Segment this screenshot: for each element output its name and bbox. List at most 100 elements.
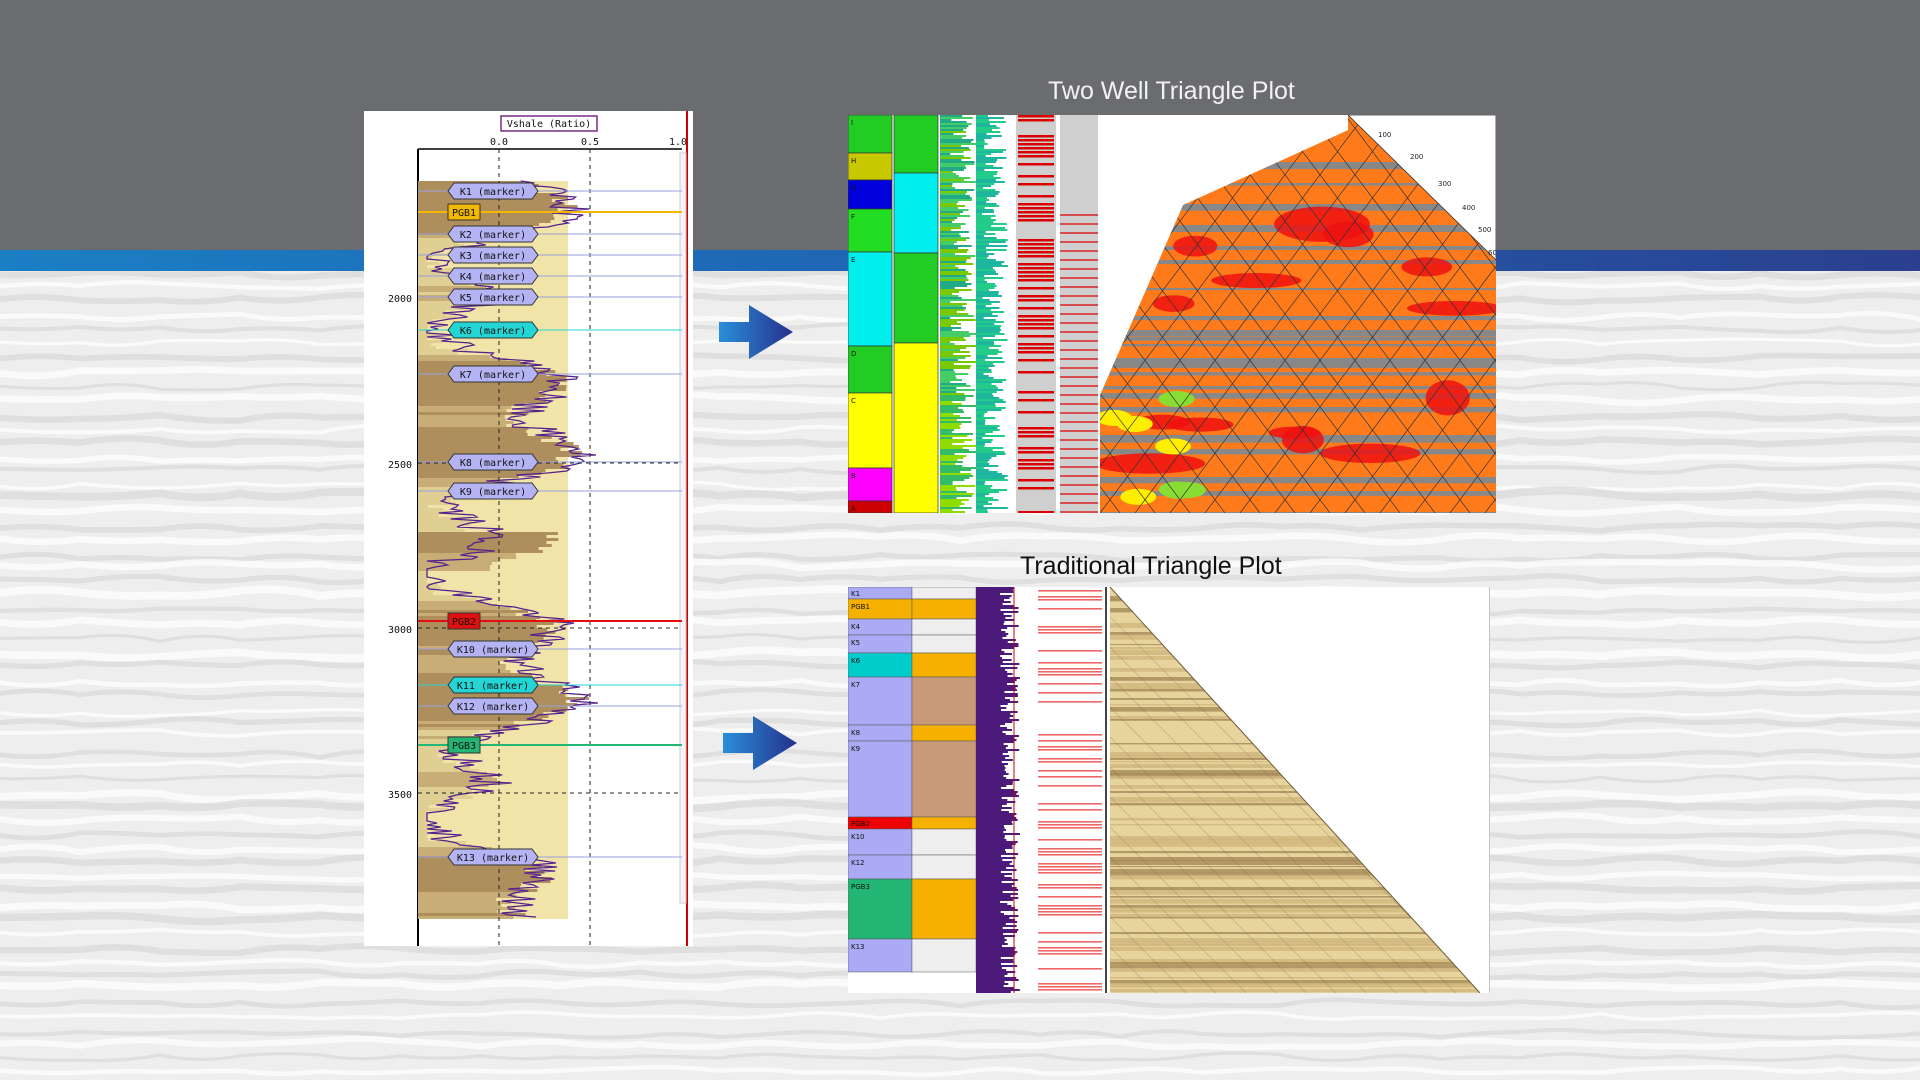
zone-c: C	[847, 392, 893, 469]
scale-tick-1: 1.0	[669, 137, 687, 148]
trad-zone-label: K12	[851, 859, 865, 867]
trad-zone-label: K8	[851, 729, 860, 737]
trad-zone-k10: K10	[847, 828, 977, 856]
two-well-triangle-plot: I H G F ED C B A 100 200 300 400 500 600	[847, 114, 1501, 514]
zone-label: A	[851, 505, 856, 513]
zone-b: B	[847, 467, 893, 502]
log-marker-pgb1[interactable]: PGB1	[418, 203, 682, 221]
trad-zone-label: PGB1	[851, 603, 870, 611]
corner-tick-500: 500	[1478, 226, 1491, 234]
trad-zone-pgb1: PGB1	[847, 598, 977, 620]
log-marker-label: PGB1	[452, 208, 476, 219]
trad-zone-label: K1	[851, 590, 860, 598]
trad-zone-k8: K8	[847, 724, 977, 742]
log-marker-k10[interactable]: K10 (marker)	[418, 640, 682, 658]
trad-zone-label: K6	[851, 657, 861, 665]
trad-zone-label: PGB3	[851, 883, 870, 891]
log-marker-label: K11 (marker)	[457, 681, 529, 692]
log-header-label: Vshale (Ratio)	[507, 119, 591, 130]
corner-tick-400: 400	[1462, 204, 1475, 212]
trad-zone-k6: K6	[847, 652, 977, 678]
zone-label: H	[851, 157, 856, 165]
corner-tick-300: 300	[1438, 180, 1451, 188]
zone-label: I	[851, 119, 853, 127]
log-marker-label: K7 (marker)	[460, 370, 526, 381]
trad-zone-pgb3: PGB3	[847, 878, 977, 940]
trad-zone-label: K9	[851, 745, 860, 753]
log-marker-k12[interactable]: K12 (marker)	[418, 697, 682, 715]
log-marker-k13[interactable]: K13 (marker)	[418, 848, 682, 866]
scale-tick-0: 0.0	[490, 137, 508, 148]
trad-zone-label: K10	[851, 833, 865, 841]
trad-zone-label: K13	[851, 943, 865, 951]
depth-tick-3000: 3000	[388, 625, 412, 636]
zone-a: A	[847, 500, 893, 514]
trad-zone-k12: K12	[847, 854, 977, 880]
log-marker-label: K1 (marker)	[460, 187, 526, 198]
log-marker-k9[interactable]: K9 (marker)	[418, 482, 682, 500]
log-marker-k1[interactable]: K1 (marker)	[418, 182, 682, 200]
trad-zone-k13: K13	[847, 938, 977, 973]
zone-label: D	[851, 350, 856, 358]
trad-zone-k1: K1	[847, 586, 977, 600]
log-marker-k7[interactable]: K7 (marker)	[418, 365, 682, 383]
zone-label: F	[851, 213, 855, 221]
corner-tick-100: 100	[1378, 131, 1391, 139]
log-marker-k5[interactable]: K5 (marker)	[418, 288, 682, 306]
well-log-chart: Vshale (Ratio) 0.0 0.5 1.0 2000 2500 300…	[364, 111, 693, 946]
arrow-to-two-well-icon	[719, 305, 793, 359]
log-marker-label: K3 (marker)	[460, 251, 526, 262]
log-marker-label: PGB3	[452, 741, 476, 752]
zone-i: I	[847, 114, 893, 154]
log-marker-label: K5 (marker)	[460, 293, 526, 304]
trad-zone-k7: K7	[847, 676, 977, 726]
log-marker-label: K9 (marker)	[460, 487, 526, 498]
log-marker-k8[interactable]: K8 (marker)	[418, 453, 682, 471]
depth-tick-2500: 2500	[388, 460, 412, 471]
log-scrollbar[interactable]	[679, 152, 687, 904]
log-marker-k2[interactable]: K2 (marker)	[418, 225, 682, 243]
trad-zone-k5: K5	[847, 634, 977, 654]
zone-e: E	[847, 251, 893, 347]
arrow-to-traditional-icon	[723, 716, 797, 770]
trad-zone-label: PGB2	[851, 820, 870, 828]
log-marker-k11[interactable]: K11 (marker)	[418, 676, 682, 694]
log-marker-label: K10 (marker)	[457, 645, 529, 656]
zone-g: G	[847, 179, 893, 210]
depth-tick-3500: 3500	[388, 790, 412, 801]
trad-zone-pgb2: PGB2	[847, 816, 977, 830]
two-well-plot-canvas: I H G F ED C B A 100 200 300 400 500 600	[847, 114, 1501, 514]
well-log-panel: Vshale (Ratio) 0.0 0.5 1.0 2000 2500 300…	[364, 111, 693, 946]
zone-label: C	[851, 397, 856, 405]
trad-zone-k9: K9	[847, 740, 977, 818]
log-marker-pgb2[interactable]: PGB2	[418, 612, 682, 630]
traditional-plot-title: Traditional Triangle Plot	[1020, 552, 1282, 580]
zone-h: H	[847, 152, 893, 181]
log-marker-label: K6 (marker)	[460, 326, 526, 337]
log-marker-label: K8 (marker)	[460, 458, 526, 469]
two-well-plot-title: Two Well Triangle Plot	[1048, 77, 1295, 105]
scale-tick-0-5: 0.5	[581, 137, 599, 148]
corner-tick-200: 200	[1410, 153, 1423, 161]
trad-zone-k4: K4	[847, 618, 977, 636]
zone-label: G	[851, 184, 856, 192]
log-marker-k4[interactable]: K4 (marker)	[418, 267, 682, 285]
trad-zone-label: K5	[851, 639, 860, 647]
log-marker-label: K12 (marker)	[457, 702, 529, 713]
log-marker-label: K13 (marker)	[457, 853, 529, 864]
zone-d: D	[847, 345, 893, 394]
depth-tick-2000: 2000	[388, 294, 412, 305]
log-marker-label: K4 (marker)	[460, 272, 526, 283]
log-marker-label: PGB2	[452, 617, 476, 628]
log-marker-k6[interactable]: K6 (marker)	[418, 321, 682, 339]
log-marker-label: K2 (marker)	[460, 230, 526, 241]
trad-zone-label: K7	[851, 681, 860, 689]
trad-zone-label: K4	[851, 623, 861, 631]
log-marker-pgb3[interactable]: PGB3	[418, 736, 682, 754]
zone-f: F	[847, 208, 893, 253]
corner-tick-600: 600	[1488, 249, 1496, 257]
zone-label: B	[851, 472, 856, 480]
log-marker-k3[interactable]: K3 (marker)	[418, 246, 682, 264]
